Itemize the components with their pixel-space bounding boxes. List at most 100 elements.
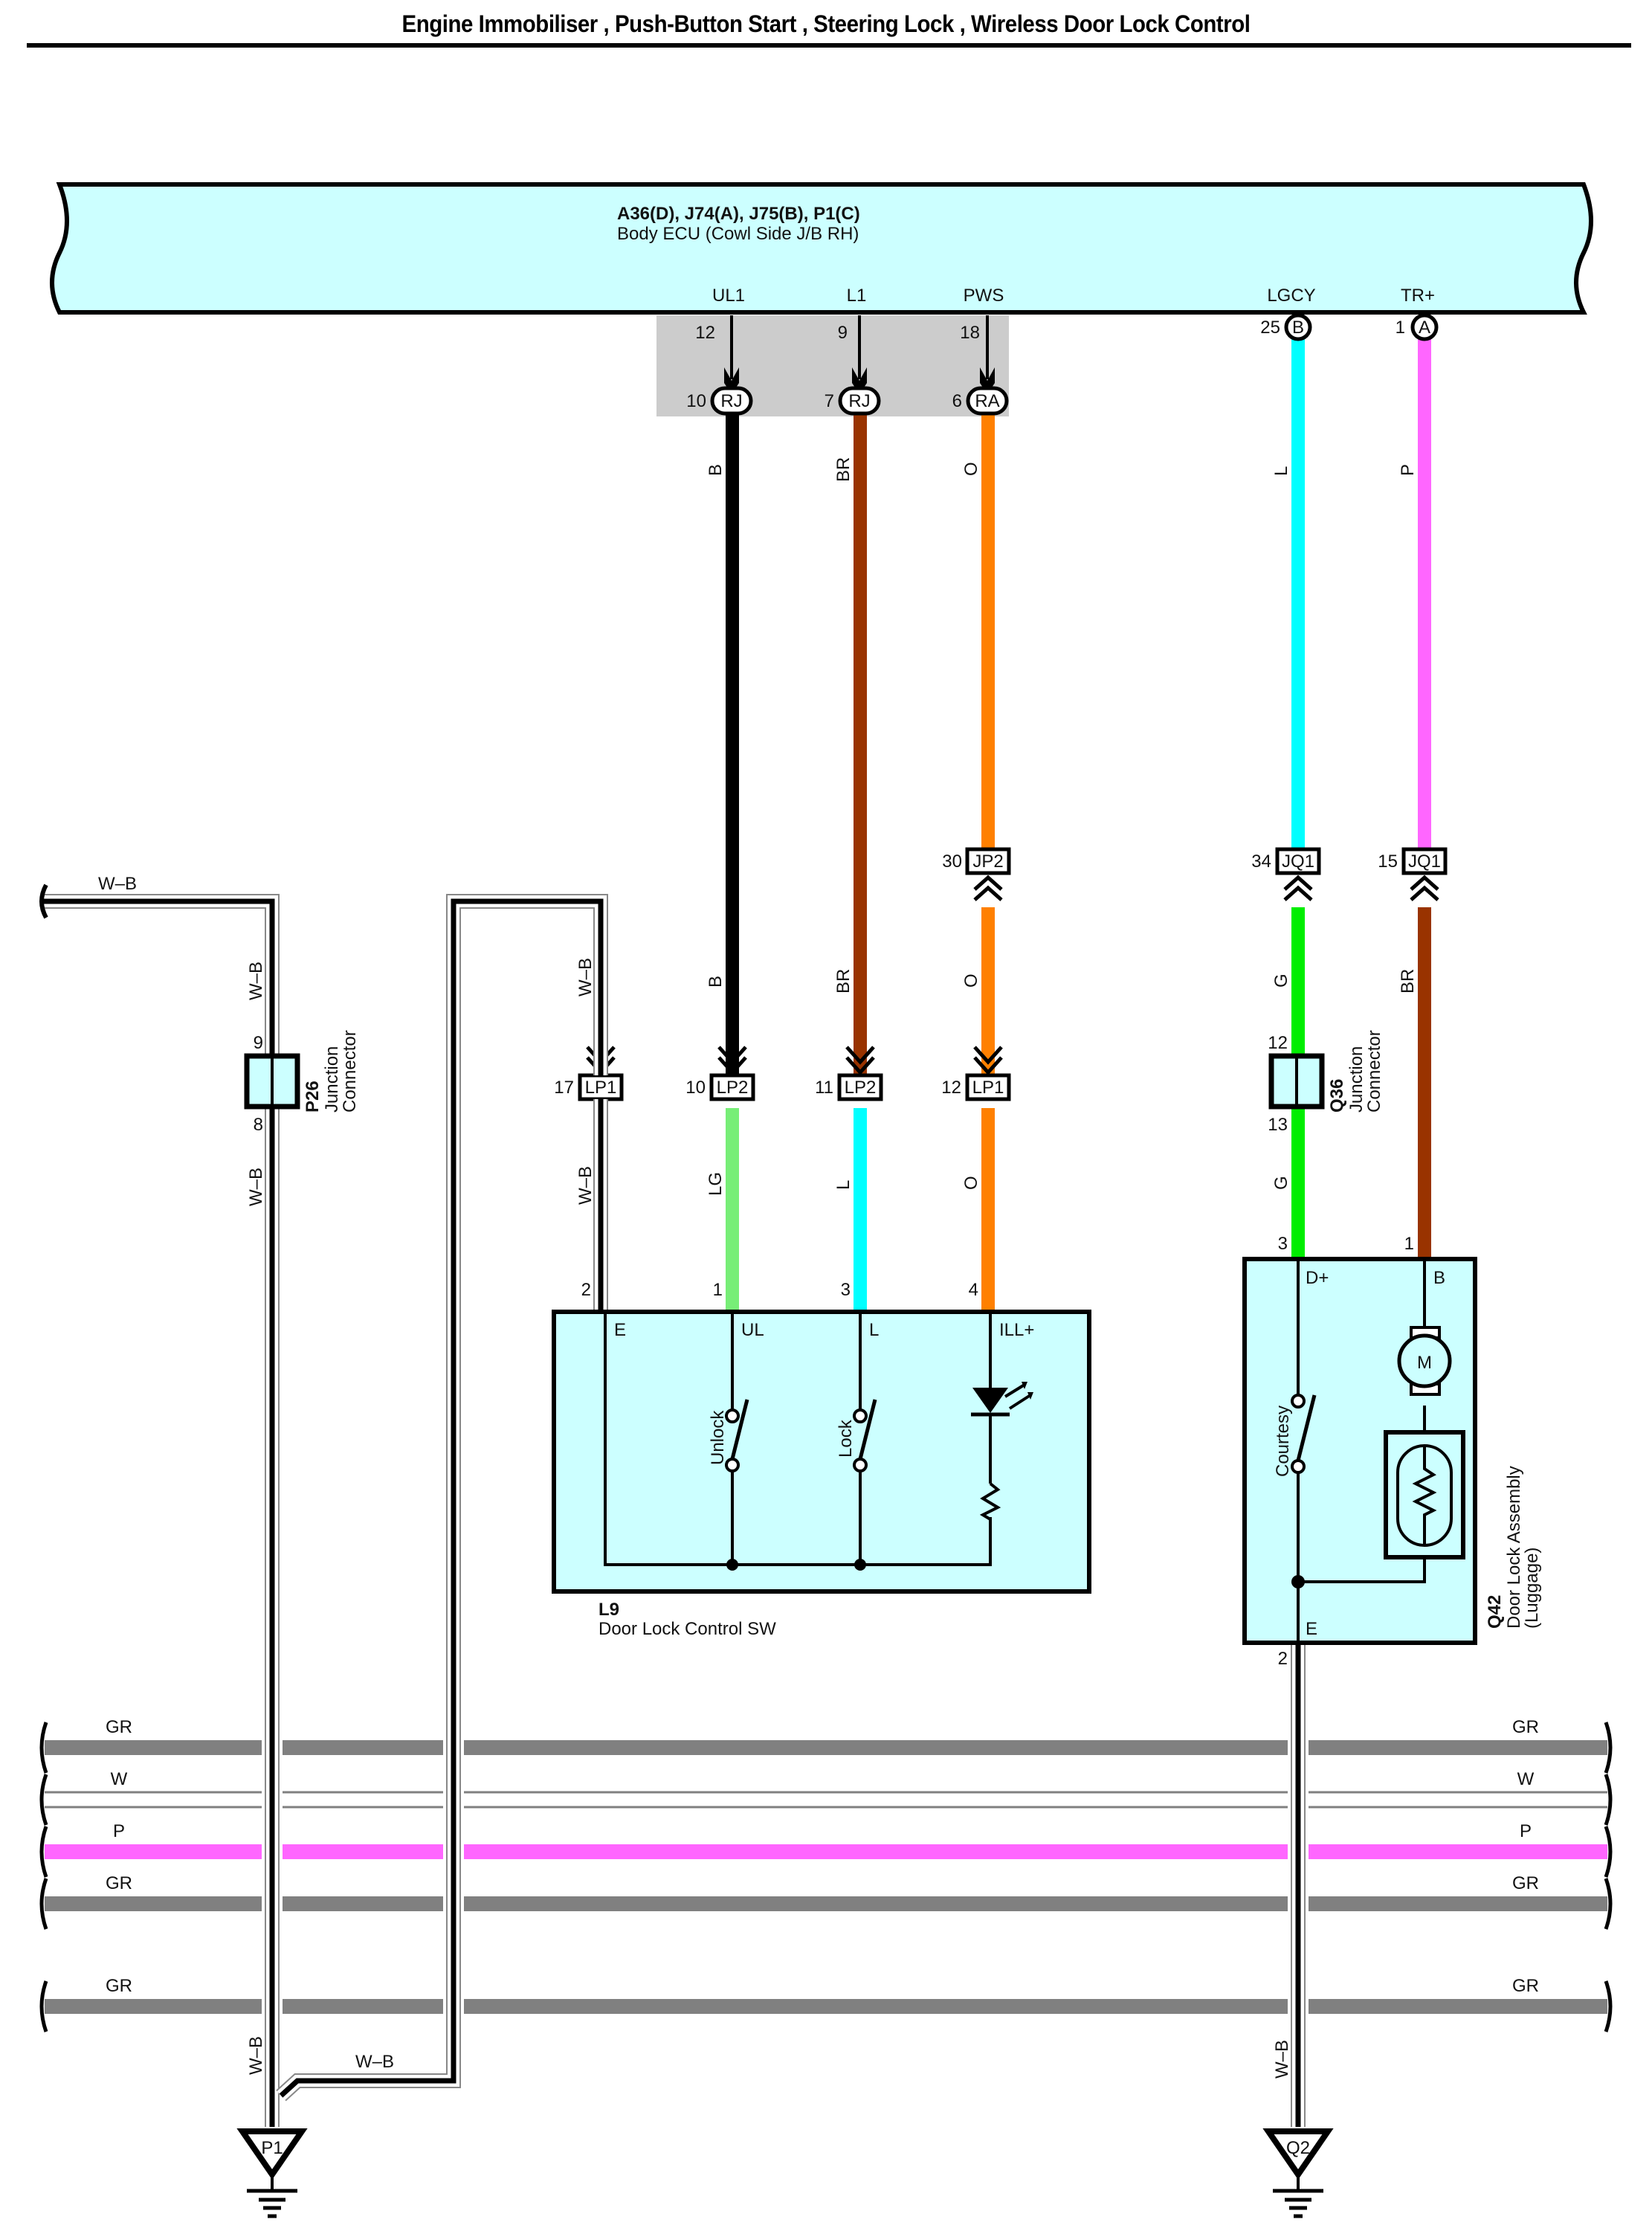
wire-break-icon	[39, 883, 48, 919]
wire-g-lower[interactable]	[1291, 1108, 1305, 1257]
pin-number: 1	[713, 1280, 723, 1300]
wire-o-lower[interactable]	[981, 907, 995, 1097]
connector-rj-10[interactable]	[710, 386, 753, 416]
ecu-codes: A36(D), J74(A), J75(B), P1(C)	[617, 204, 860, 224]
junction-p26[interactable]	[244, 1053, 300, 1110]
motor-icon	[1397, 1326, 1452, 1396]
connector-ra-6[interactable]	[966, 386, 1009, 416]
wire-break-icon	[1604, 1722, 1613, 1774]
connector-lp2-11[interactable]	[837, 1073, 883, 1101]
bus-wire-p[interactable]	[45, 1844, 1607, 1859]
pin-number: 3	[1278, 1234, 1288, 1254]
bus-wire-gr[interactable]	[45, 1896, 1607, 1911]
wire-labels-mid: B BR O G BR W–B	[575, 958, 1418, 997]
wire-lg[interactable]	[726, 1108, 739, 1313]
connector-jq1-15[interactable]	[1401, 847, 1448, 875]
diagram-title: Engine Immobiliser , Push-Button Start ,…	[401, 10, 1251, 37]
connector-a-1[interactable]	[1410, 313, 1439, 341]
switch-label: Courtesy	[1273, 1406, 1293, 1477]
wire-color-label: W–B	[355, 2052, 394, 2072]
terminal-label: D+	[1306, 1268, 1329, 1288]
pin-number: 25	[1260, 318, 1280, 338]
wire-color-label: W–B	[246, 962, 266, 1000]
wire-break-icon	[1604, 1826, 1613, 1878]
wire-break-icon	[39, 1980, 48, 2032]
component-id: L9	[598, 1600, 619, 1620]
wire-p[interactable]	[1418, 338, 1431, 859]
wire-b[interactable]	[726, 413, 739, 1097]
pin-number: 18	[960, 323, 980, 343]
pin-number: 30	[942, 851, 962, 872]
pin-number: 12	[695, 323, 715, 343]
wire-color-label: BR	[833, 457, 854, 482]
motor-label: M	[1417, 1353, 1432, 1373]
connector-jp2[interactable]	[965, 847, 1011, 875]
wire-break-icon	[39, 1826, 48, 1878]
bus-wire-label: GR	[1512, 1873, 1539, 1893]
l9-box[interactable]	[552, 1310, 1091, 1594]
wire-color-label: L	[1271, 466, 1291, 476]
terminal-label: L	[869, 1320, 879, 1340]
wire-l[interactable]	[1291, 338, 1305, 859]
wire-br[interactable]	[854, 413, 867, 1097]
pin-number: 3	[841, 1280, 851, 1300]
terminal-label: E	[614, 1320, 626, 1340]
pin-number: 12	[941, 1078, 961, 1098]
bus-wire-gr[interactable]	[45, 1999, 1607, 2014]
wire-color-label: O	[961, 973, 981, 988]
wire-color-label: O	[961, 462, 981, 476]
connector-lp1-12[interactable]	[965, 1073, 1011, 1101]
connector-lp2-10[interactable]	[709, 1073, 755, 1101]
ecu-terminal-lgcy: LGCY	[1267, 286, 1315, 306]
bus-wire-w[interactable]	[45, 1791, 1607, 1809]
connector-rj-7[interactable]	[838, 386, 881, 416]
pin-number: 4	[969, 1280, 978, 1300]
wire-wb-lp1[interactable]	[279, 898, 604, 2098]
ground-point-q2[interactable]	[1262, 2128, 1334, 2180]
ground-q2[interactable]	[1262, 2128, 1334, 2218]
bus-wire-label: GR	[1512, 1976, 1539, 1996]
wire-color-label: LG	[706, 1172, 726, 1196]
ecu-terminal-pws: PWS	[964, 286, 1004, 306]
connector-code: RJ	[720, 391, 742, 411]
ground-p1[interactable]	[236, 2128, 308, 2218]
connector-code: RA	[975, 391, 999, 411]
connector-jq1-34[interactable]	[1275, 847, 1321, 875]
wire-g-upper[interactable]	[1291, 907, 1305, 1056]
wire-break-icon	[39, 1774, 48, 1826]
ground-point-p1[interactable]	[236, 2128, 308, 2180]
wire-color-label: BR	[1398, 969, 1418, 994]
switch-label: Unlock	[708, 1410, 728, 1465]
component-name: Door Lock Assembly	[1504, 1466, 1524, 1629]
wire-break-icon	[1604, 1980, 1613, 2032]
wire-o-upper[interactable]	[981, 413, 995, 859]
wire-color-label: B	[706, 464, 726, 476]
bus-wire-gr[interactable]	[45, 1740, 1607, 1755]
connector-code: LP2	[845, 1078, 877, 1098]
wire-color-label: W–B	[98, 874, 137, 894]
wire-l-lp2[interactable]	[854, 1108, 867, 1313]
connector-b-25[interactable]	[1284, 313, 1312, 341]
wire-labels-upper: B BR O L P	[706, 457, 1418, 482]
switch-lock	[853, 1399, 877, 1472]
junction-q36[interactable]	[1268, 1053, 1325, 1110]
wire-color-label: W–B	[246, 2036, 266, 2075]
pin-number: 2	[1278, 1649, 1288, 1669]
ecu-terminal-trplus: TR+	[1401, 286, 1435, 306]
wire-wb-left[interactable]	[43, 898, 275, 2127]
connector-code: B	[1292, 318, 1304, 338]
wire-br-q42[interactable]	[1418, 907, 1431, 1257]
wire-labels-lower: LG L O W–B G	[575, 1166, 1291, 1205]
wire-o-lp1[interactable]	[981, 1108, 995, 1313]
bus-wire-label: GR	[106, 1976, 132, 1996]
terminal-label: E	[1306, 1619, 1317, 1639]
component-name: (Luggage)	[1522, 1548, 1542, 1629]
pin-number: 1	[1396, 318, 1405, 338]
connector-code: RJ	[848, 391, 870, 411]
switch-courtesy	[1291, 1394, 1317, 1474]
junction-label: Connector	[1364, 1030, 1384, 1113]
ground-id: P1	[261, 2138, 283, 2158]
door-lock-assembly	[1242, 1257, 1477, 1645]
pin-number: 2	[581, 1280, 591, 1300]
